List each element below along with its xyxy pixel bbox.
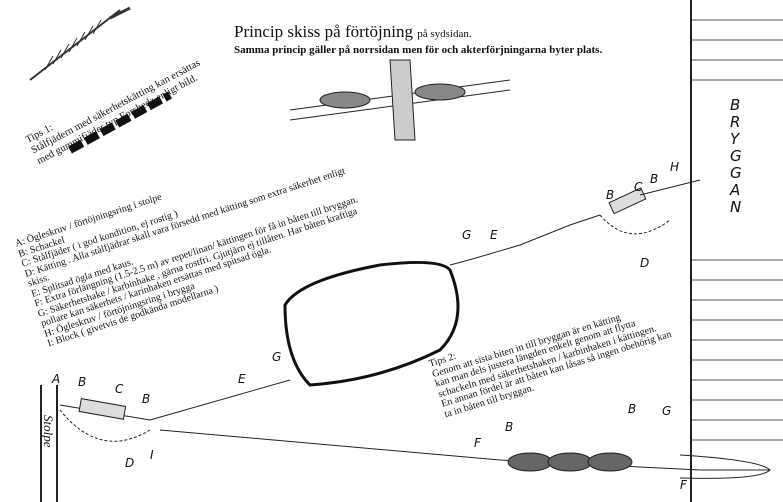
part-label: E <box>238 372 246 386</box>
dock-letter: N <box>730 198 742 216</box>
part-label: B <box>606 188 615 202</box>
dock-letter: A <box>730 181 741 199</box>
rubber-spring-icon <box>68 91 172 154</box>
dock-planks <box>692 19 783 441</box>
spring-icon <box>29 6 131 81</box>
part-label: F <box>474 436 481 450</box>
part-label: G <box>662 404 672 418</box>
dock: B R Y G G A N <box>690 0 783 502</box>
part-label: H <box>670 160 680 174</box>
part-label: D <box>640 256 650 270</box>
part-label: B <box>505 420 514 434</box>
part-label: C <box>115 382 124 396</box>
part-label: D <box>125 456 135 470</box>
dock-sketch <box>289 59 511 141</box>
post: Stolpe <box>40 385 58 502</box>
part-label: E <box>490 228 498 242</box>
title-suffix: på sydsidan. <box>417 28 472 40</box>
dock-letter: B <box>730 96 741 114</box>
part-label: B <box>650 172 659 186</box>
lower-mooring-line <box>59 379 771 479</box>
part-label: A <box>52 372 61 386</box>
subtitle: Samma princip gäller på norrsidan men fö… <box>234 44 603 56</box>
part-label: G <box>272 350 282 364</box>
part-label: B <box>142 392 151 406</box>
upper-mooring-line <box>449 179 701 266</box>
part-label: F <box>680 478 687 492</box>
page-title: Princip skiss på förtöjning på sydsidan. <box>234 22 472 42</box>
boat-outline <box>283 260 460 387</box>
part-label: I <box>150 448 154 462</box>
dock-letter: R <box>730 113 741 131</box>
part-label: B <box>78 375 87 389</box>
post-label: Stolpe <box>41 415 56 448</box>
dock-letter: G <box>730 147 742 165</box>
dock-letter: G <box>730 164 742 182</box>
dock-letter: Y <box>730 130 740 148</box>
part-label: B <box>628 402 637 416</box>
part-label: C <box>634 180 643 194</box>
part-label: G <box>462 228 472 242</box>
title-main: Princip skiss på förtöjning <box>234 22 413 41</box>
